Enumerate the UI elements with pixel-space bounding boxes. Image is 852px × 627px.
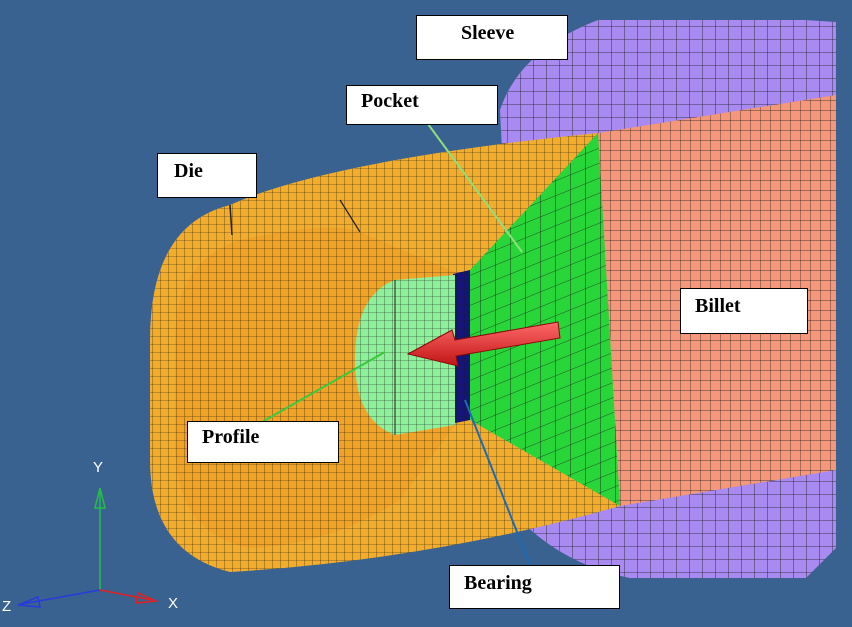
x-axis-line bbox=[99, 589, 153, 601]
x-axis-label: X bbox=[168, 595, 178, 612]
pocket-label: Pocket bbox=[346, 85, 498, 125]
y-axis-arrowhead bbox=[94, 487, 106, 509]
y-axis-label: Y bbox=[93, 459, 103, 476]
axis-triad: Y X Z bbox=[2, 459, 178, 615]
die-label: Die bbox=[157, 153, 257, 198]
z-axis-line bbox=[21, 589, 101, 605]
profile-label: Profile bbox=[187, 421, 339, 463]
profile-leader-line bbox=[261, 351, 386, 423]
bearing-leader-line bbox=[464, 399, 531, 566]
profile-part bbox=[355, 275, 455, 435]
pocket-leader-line bbox=[427, 123, 523, 253]
pocket-part bbox=[470, 133, 620, 506]
flow-arrow bbox=[406, 321, 561, 367]
z-axis-arrowhead bbox=[17, 595, 41, 608]
x-axis-arrowhead bbox=[135, 591, 159, 604]
sleeve-label: Sleeve bbox=[416, 15, 568, 60]
bearing-label: Bearing bbox=[449, 565, 620, 609]
leader-lines bbox=[261, 123, 531, 566]
z-axis-label: Z bbox=[2, 598, 11, 615]
billet-label: Billet bbox=[680, 288, 808, 334]
